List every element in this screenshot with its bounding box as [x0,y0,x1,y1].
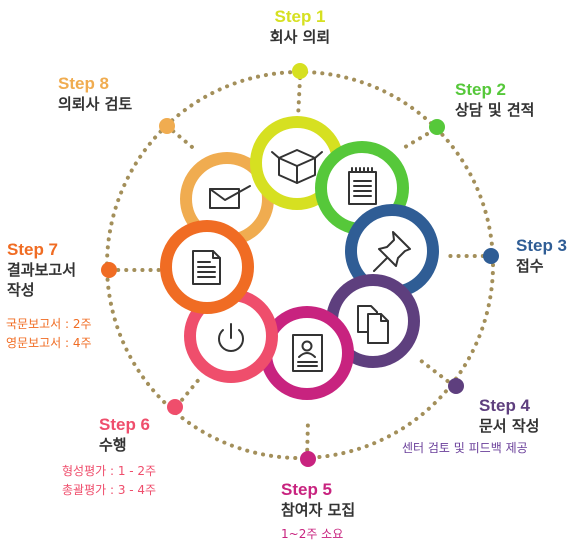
step-3-title: Step 3 [516,236,568,255]
step-4-title: Step 4 [479,396,531,415]
report-icon [192,250,221,285]
step-5-title: Step 5 [281,480,333,499]
node-dot-2 [429,119,445,135]
envelope-icon [209,185,251,209]
step-5-note: 1~2주 소요 [281,527,344,541]
power-icon [218,323,244,352]
step-5-name: 참여자 모집 [281,501,356,519]
step-4-note: 센터 검토 및 피드백 제공 [402,441,528,455]
step-6-note-2: 총괄평가 : 3 - 4주 [62,483,157,497]
step-5-label: Step 5 참여자 모집 [281,480,355,520]
step-8-label: Step 8 의뢰사 검토 [58,74,132,114]
box-icon [271,149,323,184]
connector-6 [175,376,202,408]
step-4-name: 문서 작성 [479,417,540,435]
node-dot-8 [159,118,175,134]
step-7-notes: 국문보고서 : 2주 영문보고서 : 4주 [6,315,92,353]
step-1-name: 회사 의뢰 [269,28,331,46]
node-dot-3 [483,248,499,264]
node-dot-5 [300,451,316,467]
documents-icon [357,305,389,344]
step-3-name: 접수 [516,257,544,275]
step-2-name: 상담 및 견적 [455,101,535,119]
node-dot-4 [448,378,464,394]
node-dot-1 [292,63,308,79]
node-dot-7 [101,262,117,278]
step-2-label: Step 2 상담 및 견적 [455,80,534,120]
connector-2 [398,128,436,152]
step-6-label: Step 6 수행 [99,415,150,455]
notepad-icon [348,167,377,205]
step-8-title: Step 8 [58,74,110,93]
connector-1 [296,76,302,120]
step-6-title: Step 6 [99,415,151,434]
step-7-name-2: 작성 [7,281,35,299]
step-7-note-2: 영문보고서 : 4주 [6,336,92,350]
step-3-label: Step 3 접수 [516,236,567,276]
step-1-label: Step 1 회사 의뢰 [264,7,336,47]
step-6-notes: 형성평가 : 1 - 2주 총괄평가 : 3 - 4주 [62,462,156,500]
step-6-note-1: 형성평가 : 1 - 2주 [62,464,157,478]
pushpin-icon [373,231,411,272]
node-dot-6 [167,399,183,415]
step-8-name: 의뢰사 검토 [58,95,133,113]
step-7-note-1: 국문보고서 : 2주 [6,317,92,331]
profile-document-icon [292,334,323,372]
step-1-title: Step 1 [274,7,326,26]
step-7-name-1: 결과보고서 [7,261,77,279]
step-4-label: Step 4 문서 작성 [479,396,539,436]
step-2-title: Step 2 [455,80,507,99]
connector-4 [418,358,456,388]
step-7-label: Step 7 결과보고서 작성 [7,240,76,300]
step-7-title: Step 7 [7,240,59,259]
step-6-name: 수행 [99,436,127,454]
